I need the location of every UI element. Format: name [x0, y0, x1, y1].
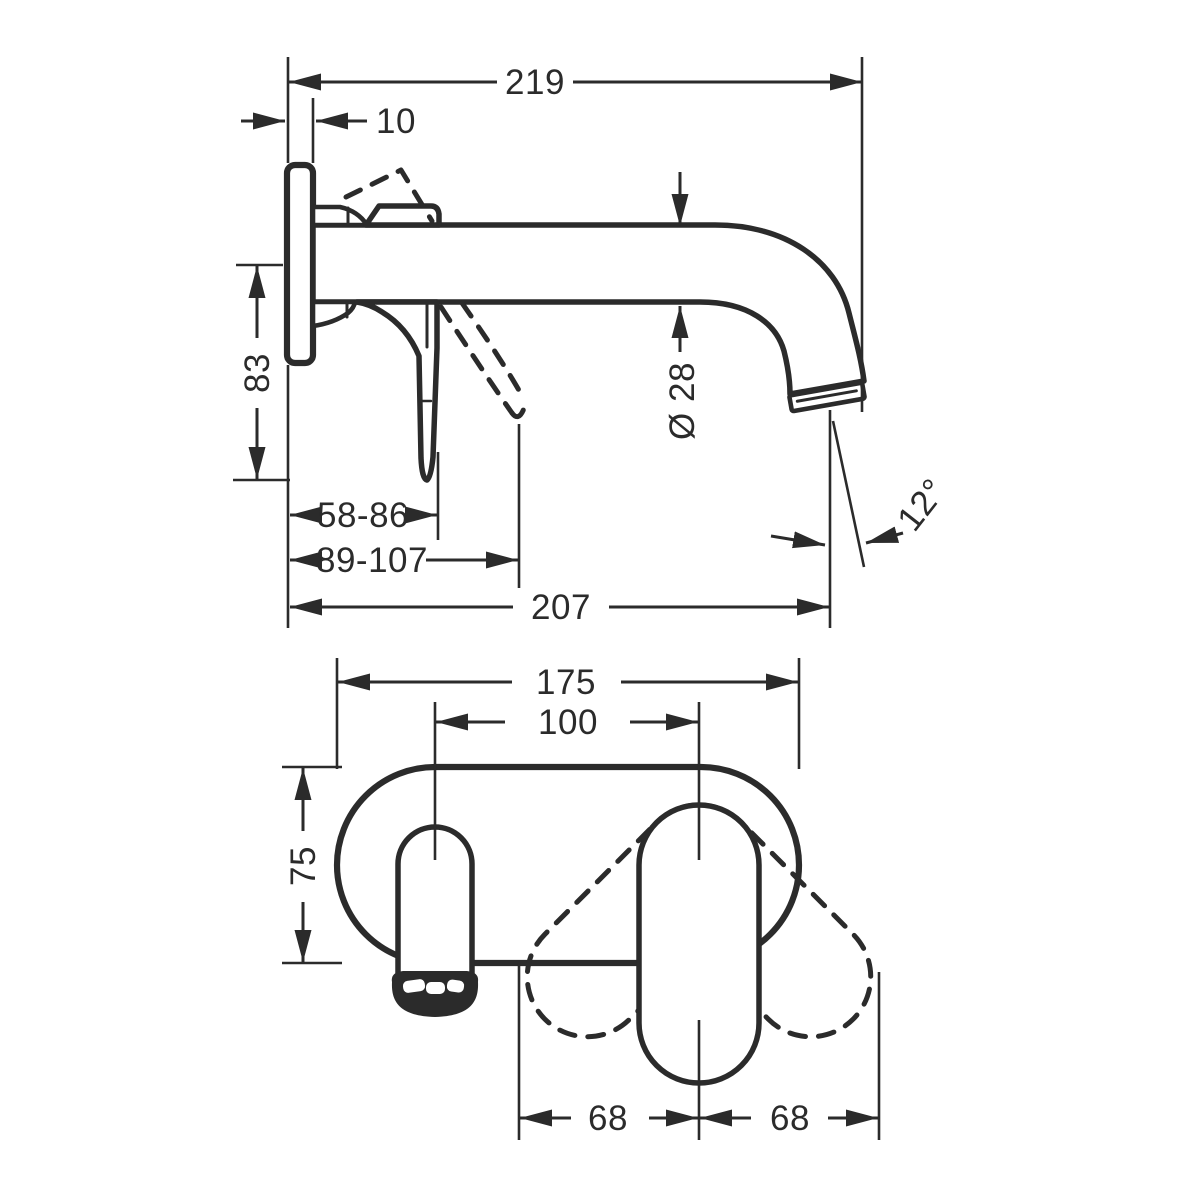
dim-outlet-angle: 12°: [770, 471, 954, 549]
handle-front: [636, 802, 762, 1086]
handle-side: [354, 299, 440, 483]
dim-plate-height: 75: [284, 768, 323, 962]
dim-label-outlet-angle: 12°: [890, 471, 954, 538]
front-view: 175 100 75 68 68: [282, 658, 881, 1140]
dim-overall-length: 219: [289, 63, 862, 102]
dim-label-plate-height: 75: [284, 846, 323, 886]
handle-dashed-raised: [343, 167, 435, 224]
handle-bracket-side: [310, 299, 358, 329]
outlet-angle-line: [831, 420, 866, 568]
dim-label-axis-to-handle-tip: 83: [238, 353, 277, 393]
dim-label-overall-length: 219: [505, 63, 565, 102]
dim-handle-swing: 68 68: [520, 1099, 878, 1138]
dim-handle-swing-reach: 89-107: [290, 541, 518, 580]
dim-plate-thickness: 10: [241, 102, 416, 141]
handle-dashed-forward: [438, 300, 529, 420]
dim-label-plate-thickness: 10: [376, 102, 416, 141]
side-extension-lines: [233, 57, 866, 628]
dim-center-distance: 100: [436, 703, 698, 742]
spout-side: [310, 222, 867, 397]
front-extension-lines: [282, 658, 881, 1140]
spout-aerator-front: [391, 971, 479, 1017]
dim-label-plate-width: 175: [536, 663, 596, 702]
wall-plate-side: [283, 161, 317, 367]
dim-wall-to-outlet: 207: [290, 588, 829, 627]
dim-label-handle-reach: 58-86: [317, 496, 409, 535]
dim-label-swing-left: 68: [588, 1099, 628, 1138]
dim-axis-to-handle-tip: 83: [238, 266, 277, 479]
side-view: 219 10 83 58-86 89-107: [233, 57, 954, 628]
dim-label-center-distance: 100: [538, 703, 598, 742]
dim-label-wall-to-outlet: 207: [531, 588, 591, 627]
dim-label-handle-swing-reach: 89-107: [316, 541, 428, 580]
dim-label-spout-diameter: Ø 28: [663, 362, 702, 440]
dim-handle-reach: 58-86: [290, 496, 437, 535]
dim-plate-width: 175: [338, 663, 798, 702]
handle-base-wedge: [310, 204, 370, 228]
dim-spout-diameter: Ø 28: [663, 172, 702, 440]
cartridge-cover: [363, 203, 442, 228]
outlet-aerator-cap: [787, 380, 867, 414]
dim-label-swing-right: 68: [770, 1099, 810, 1138]
